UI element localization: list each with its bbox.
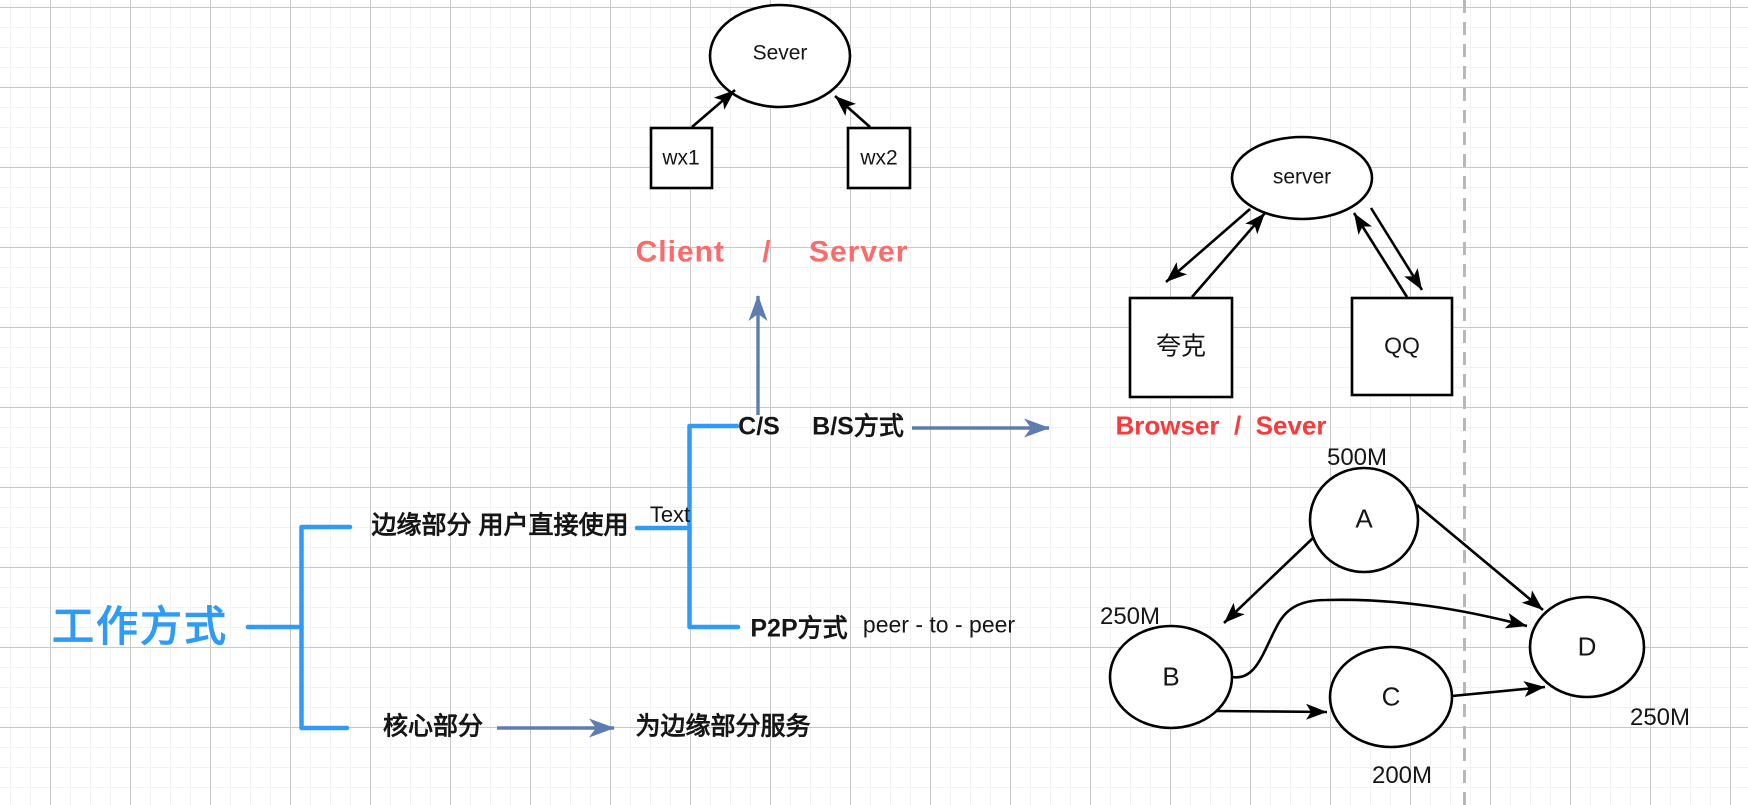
cs-client2-box[interactable] [846,126,912,190]
cs-client1-label[interactable]: wx1 [662,146,700,170]
bs-browser2-box[interactable] [1350,296,1454,397]
bs-browser1-label[interactable]: 夸克 [1155,332,1207,361]
p2p-node-a[interactable] [1308,466,1420,574]
client-server-caption[interactable]: Client / Server [635,235,909,269]
p2p-node-b-bandwidth[interactable]: 250M [1099,602,1161,630]
cs-client1-box[interactable] [649,126,714,190]
tree-p2p-note[interactable]: peer - to - peer [862,611,1016,638]
arrow-c-to-d[interactable] [1451,681,1546,698]
arrow-kuake-to-server[interactable] [1191,212,1266,298]
arrow-a-to-b[interactable] [1223,537,1314,624]
tree-core-branch-label[interactable]: 核心部分 [382,712,484,741]
arrow-b-to-d-curved[interactable] [1231,598,1528,679]
cs-server-ellipse[interactable] [708,3,852,109]
bs-server-ellipse[interactable] [1230,135,1374,221]
p2p-node-d-label[interactable]: D [1577,631,1597,662]
p2p-node-a-label[interactable]: A [1355,503,1373,534]
arrow-qq-to-server[interactable] [1352,212,1409,298]
tree-p2p-mode-label[interactable]: P2P方式 [750,614,848,643]
p2p-node-c-bandwidth[interactable]: 200M [1371,761,1433,789]
browser-server-caption[interactable]: Browser / Sever [1115,410,1327,441]
arrow-wx1-to-server[interactable] [691,89,736,128]
tree-cs-p2p-bracket[interactable] [687,423,741,630]
p2p-node-d-bandwidth[interactable]: 250M [1629,703,1691,731]
tree-left-bracket[interactable] [299,524,353,731]
cs-client2-label[interactable]: wx2 [860,146,898,170]
tree-text-note[interactable]: Text [649,501,691,527]
arrow-b-to-c[interactable] [1215,703,1328,720]
arrow-a-to-d[interactable] [1416,504,1544,611]
tree-edge-branch-label[interactable]: 边缘部分 用户直接使用 [371,511,629,540]
arrow-server-to-kuake[interactable] [1165,208,1251,283]
bs-browser2-label[interactable]: QQ [1384,332,1420,359]
arrow-server-to-qq[interactable] [1369,207,1424,291]
bs-browser1-box[interactable] [1128,296,1234,399]
p2p-node-d[interactable] [1528,595,1646,699]
tree-root-label[interactable]: 工作方式 [51,602,229,650]
bs-server-label[interactable]: server [1272,165,1332,189]
cs-server-label[interactable]: Sever [752,41,808,65]
tree-core-desc-label[interactable]: 为边缘部分服务 [635,712,811,741]
p2p-node-b-label[interactable]: B [1162,661,1180,692]
p2p-node-c[interactable] [1328,645,1454,749]
tree-bs-mode-label[interactable]: B/S方式 [812,412,904,441]
arrow-wx2-to-server[interactable] [834,95,871,128]
p2p-node-a-bandwidth[interactable]: 500M [1326,443,1388,471]
tree-cs-mode-label[interactable]: C/S [738,412,780,441]
p2p-node-c-label[interactable]: C [1381,681,1401,712]
